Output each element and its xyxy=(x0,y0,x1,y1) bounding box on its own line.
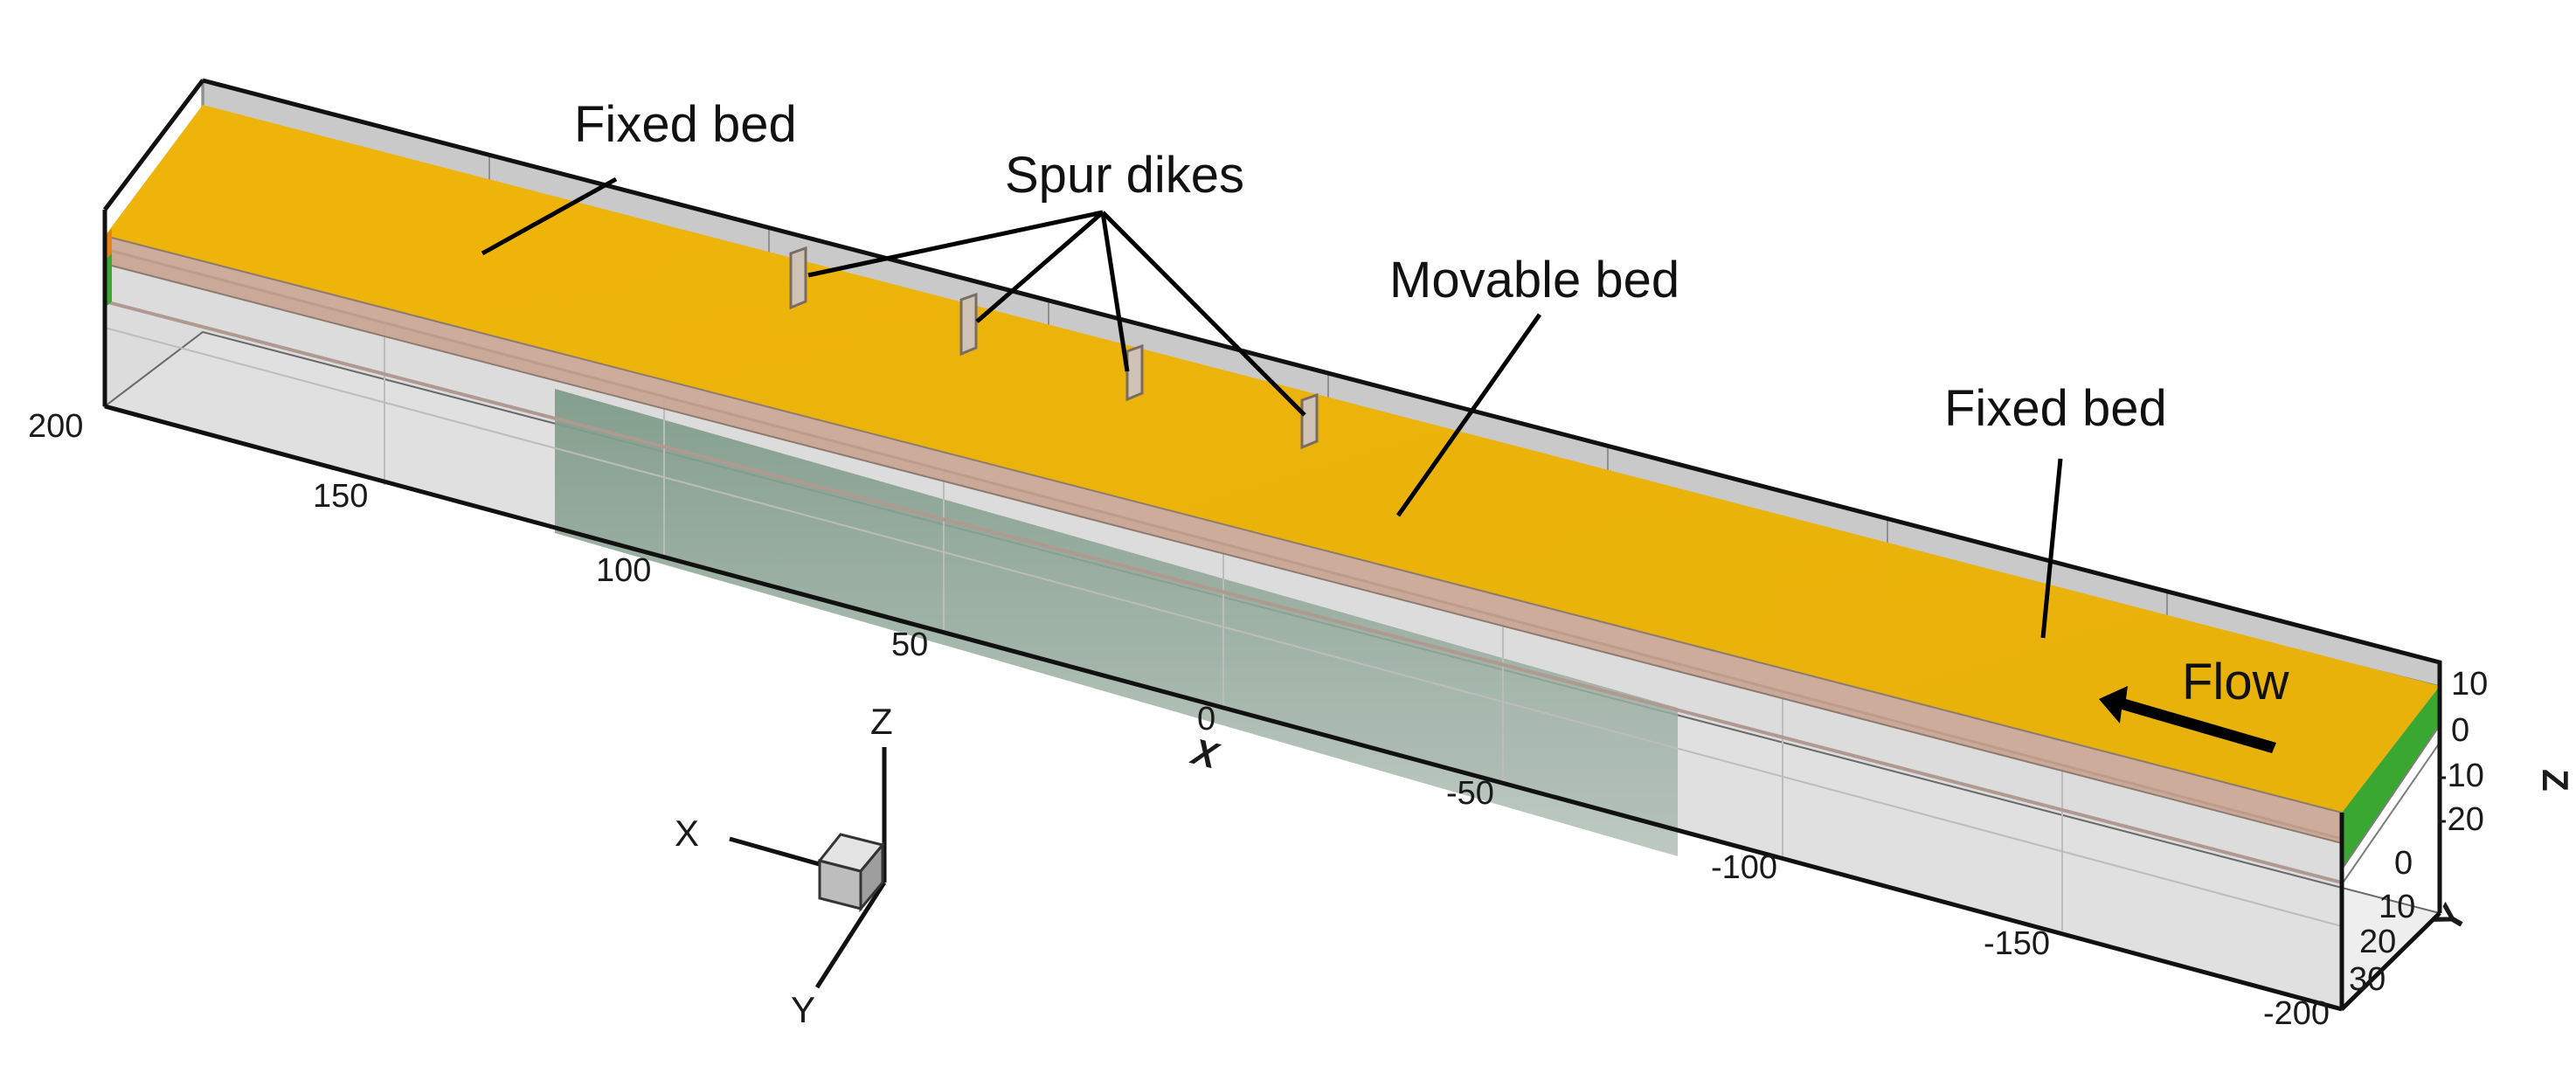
x-tick: 100 xyxy=(596,552,651,589)
spur-dike-1 xyxy=(789,246,807,310)
x-axis-letter: X xyxy=(1187,730,1224,778)
pointer-spur-dike-4 xyxy=(1101,211,1306,417)
pointer-spur-dike-2 xyxy=(975,211,1104,323)
y-tick: 0 xyxy=(2394,845,2413,882)
x-tick: 200 xyxy=(28,408,83,445)
front-wall-top xyxy=(104,234,2343,845)
label-fixed-bed-downstream: Fixed bed xyxy=(1944,380,2167,437)
label-fixed-bed-upstream: Fixed bed xyxy=(574,96,797,153)
x-tick: -100 xyxy=(1711,849,1777,886)
label-movable-bed: Movable bed xyxy=(1389,252,1679,308)
z-tick: 0 xyxy=(2451,712,2469,749)
label-spur-dikes: Spur dikes xyxy=(1005,147,1244,204)
x-tick: 0 xyxy=(1197,701,1215,737)
triad-y-label: Y xyxy=(791,989,815,1030)
movable-bed-zone xyxy=(555,389,1678,856)
y-tick: 10 xyxy=(2379,889,2415,925)
triad-x-label: X xyxy=(675,813,699,854)
x-axis-ticks: 200 150 100 50 0 -50 -100 -150 -200 xyxy=(28,408,2330,1032)
z-tick: 10 xyxy=(2451,666,2488,703)
box-edges xyxy=(102,78,2442,1012)
x-tick: -50 xyxy=(1446,775,1494,812)
spur-dikes xyxy=(789,246,1319,450)
y-tick: 30 xyxy=(2349,961,2386,998)
pointer-fixed-bed-downstream xyxy=(2040,458,2063,639)
x-tick: -200 xyxy=(2263,995,2330,1032)
y-axis-letter: Y xyxy=(2427,897,2475,939)
x-tick: 150 xyxy=(313,478,368,515)
x-tick: 50 xyxy=(891,627,928,663)
z-tick: -10 xyxy=(2436,758,2484,794)
annotation-lines xyxy=(481,177,2063,639)
z-tick: -20 xyxy=(2436,801,2484,838)
pointer-fixed-bed-upstream xyxy=(481,177,618,256)
y-axis-ticks: 0 10 20 30 xyxy=(2349,845,2415,998)
z-axis-letter: Z xyxy=(2535,769,2576,792)
pointer-spur-dike-1 xyxy=(807,210,1104,278)
pointer-movable-bed xyxy=(1395,313,1542,517)
bed-surface xyxy=(105,105,2440,813)
front-wall-lower-line xyxy=(104,300,2343,884)
axis-triad: Z X Y xyxy=(675,701,893,1030)
triad-cube-side xyxy=(859,841,884,913)
pointer-spur-dike-3 xyxy=(1100,211,1130,372)
x-tick: -150 xyxy=(1984,925,2050,962)
green-edge-right xyxy=(2342,686,2440,869)
spur-dike-2 xyxy=(959,292,978,357)
flow-arrow-icon xyxy=(2099,686,2276,753)
spur-dike-3 xyxy=(1125,343,1144,402)
z-axis-ticks: 10 0 -10 -20 xyxy=(2436,666,2488,838)
label-flow: Flow xyxy=(2182,654,2290,710)
triad-z-label: Z xyxy=(870,701,893,742)
spur-dike-4 xyxy=(1300,392,1319,450)
y-tick: 20 xyxy=(2359,924,2396,960)
front-gridlines xyxy=(104,323,2343,931)
